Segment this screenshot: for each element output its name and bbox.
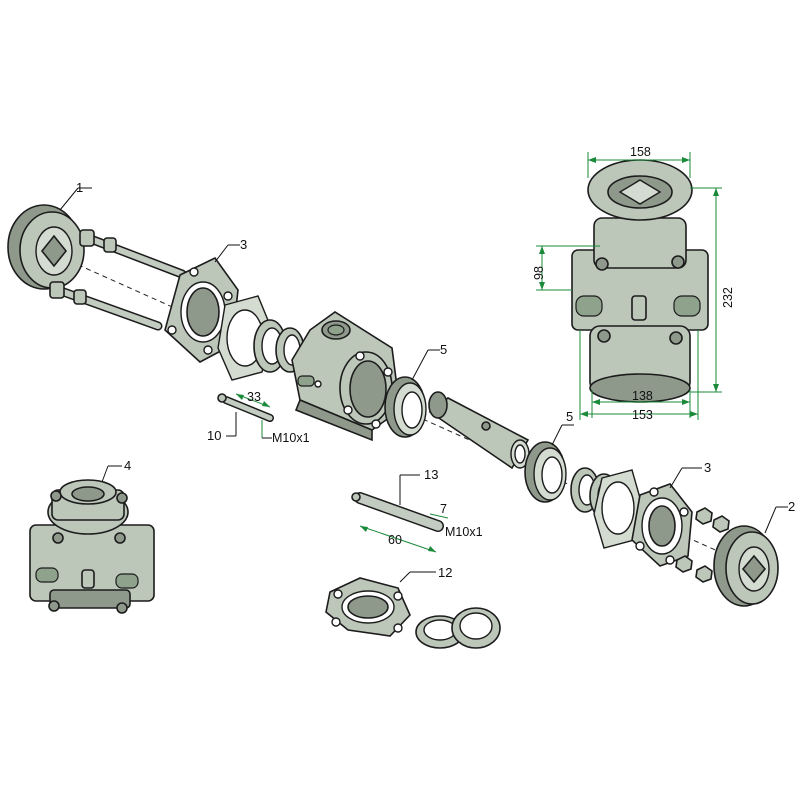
gasket-right	[593, 469, 643, 549]
dim-m10x1-b: M10x1	[445, 525, 483, 539]
part-12-rings	[415, 607, 501, 649]
dim-m10x1-a: M10x1	[272, 431, 310, 445]
dim-7: 7	[440, 502, 447, 516]
label-part-2: 2	[788, 499, 795, 514]
label-part-5-right: 5	[566, 409, 573, 424]
label-part-1: 1	[76, 180, 83, 195]
part-13-pin	[351, 492, 444, 532]
gearbox-housing	[291, 311, 401, 442]
part-5-right-bearing	[524, 441, 567, 503]
label-part-13: 13	[424, 467, 438, 482]
dim-33: 33	[247, 390, 261, 404]
label-part-5-left: 5	[440, 342, 447, 357]
part-4-assembly	[29, 479, 155, 614]
label-part-12: 12	[438, 565, 452, 580]
part-3-right-flange	[631, 483, 693, 567]
part-5-left-bearing	[384, 376, 427, 438]
label-part-3-left: 3	[240, 237, 247, 252]
part-12-flange	[325, 577, 411, 637]
dim-153: 153	[632, 408, 653, 422]
label-part-4: 4	[124, 458, 131, 473]
assembled-view-dimensioned	[571, 159, 709, 403]
part-2-hub	[713, 525, 779, 607]
part-1-hub	[7, 204, 85, 290]
label-part-3-right: 3	[704, 460, 711, 475]
dim-98: 98	[532, 266, 546, 280]
dim-158: 158	[630, 145, 651, 159]
dim-232: 232	[721, 287, 735, 308]
part-10-bolt	[217, 393, 274, 422]
dim-138: 138	[632, 389, 653, 403]
center-shaft	[428, 391, 530, 470]
label-part-10: 10	[207, 428, 221, 443]
long-bolts	[49, 229, 187, 331]
dim-60: 60	[388, 533, 402, 547]
nuts-right	[675, 507, 730, 583]
